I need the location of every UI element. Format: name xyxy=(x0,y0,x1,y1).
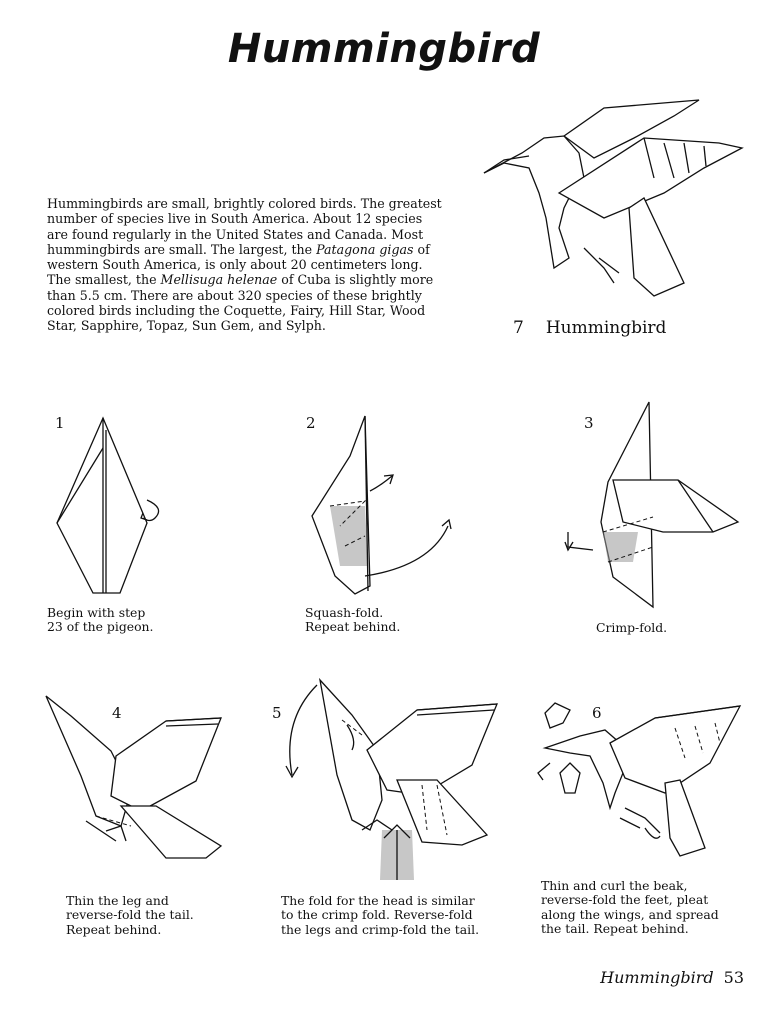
step-3-diagram xyxy=(563,402,743,612)
step-4-diagram xyxy=(46,696,226,861)
intro-species-1: Patagona gigas xyxy=(316,241,414,257)
step-6-number: 6 xyxy=(592,704,602,722)
page-number: 53 xyxy=(723,968,744,987)
step-2-caption-line: Repeat behind. xyxy=(305,619,401,635)
step-6-caption-line: Thin and curl the beak, xyxy=(541,878,688,893)
intro-paragraph: Hummingbirds are small, brightly colored… xyxy=(47,196,447,334)
step-1-diagram xyxy=(55,418,165,596)
step-5-number: 5 xyxy=(272,704,282,722)
step-4-number: 4 xyxy=(112,704,122,722)
step-4-caption-line: Repeat behind. xyxy=(66,921,162,937)
intro-text-2: of western South America, is only about … xyxy=(47,241,430,288)
page-footer: Hummingbird 53 xyxy=(600,968,744,987)
intro-species-2: Mellisuga helenae xyxy=(160,272,278,288)
step-5-caption-line: the legs and crimp-fold the tail. xyxy=(281,921,480,937)
step-3-caption-line: Crimp-fold. xyxy=(596,620,668,635)
step-6-caption: Thin and curl the beak, reverse-fold the… xyxy=(541,878,719,937)
step-2-caption: Squash-fold. Repeat behind. xyxy=(305,605,401,635)
step-5-caption-line: The fold for the head is similar xyxy=(281,893,475,908)
step-2-number: 2 xyxy=(306,414,316,432)
final-step-label: 7 Hummingbird xyxy=(513,318,666,338)
step-5-caption-line: to the crimp fold. Reverse-fold xyxy=(281,907,473,923)
step-1-caption-line: 23 of the pigeon. xyxy=(47,619,154,635)
intro-text-1: Hummingbirds are small, brightly colored… xyxy=(47,196,442,257)
step-6-caption-line: reverse-fold the feet, pleat xyxy=(541,892,709,908)
step-3-number: 3 xyxy=(584,414,594,432)
step-2-caption-line: Squash-fold. xyxy=(305,605,384,620)
step-3-caption: Crimp-fold. xyxy=(596,620,668,635)
intro-text-3: of Cuba is slightly more than 5.5 cm. Th… xyxy=(47,272,434,334)
step-2-diagram xyxy=(310,416,455,596)
step-6-caption-line: the tail. Repeat behind. xyxy=(541,921,689,937)
step-1-caption: Begin with step 23 of the pigeon. xyxy=(47,605,154,635)
final-step-title: Hummingbird xyxy=(545,318,667,338)
step-4-caption: Thin the leg and reverse-fold the tail. … xyxy=(66,893,194,937)
footer-title: Hummingbird xyxy=(600,968,714,987)
step-1-caption-line: Begin with step xyxy=(47,605,146,620)
step-1-number: 1 xyxy=(55,414,65,432)
step-6-diagram xyxy=(535,698,745,860)
final-hummingbird-diagram xyxy=(484,98,746,298)
step-5-caption: The fold for the head is similar to the … xyxy=(281,893,480,937)
final-step-number: 7 xyxy=(513,318,524,338)
step-4-caption-line: reverse-fold the tail. xyxy=(66,907,194,923)
step-4-caption-line: Thin the leg and xyxy=(66,893,169,908)
step-6-caption-line: along the wings, and spread xyxy=(541,906,719,922)
page-title: Hummingbird xyxy=(227,26,541,72)
step-5-diagram xyxy=(282,680,502,880)
